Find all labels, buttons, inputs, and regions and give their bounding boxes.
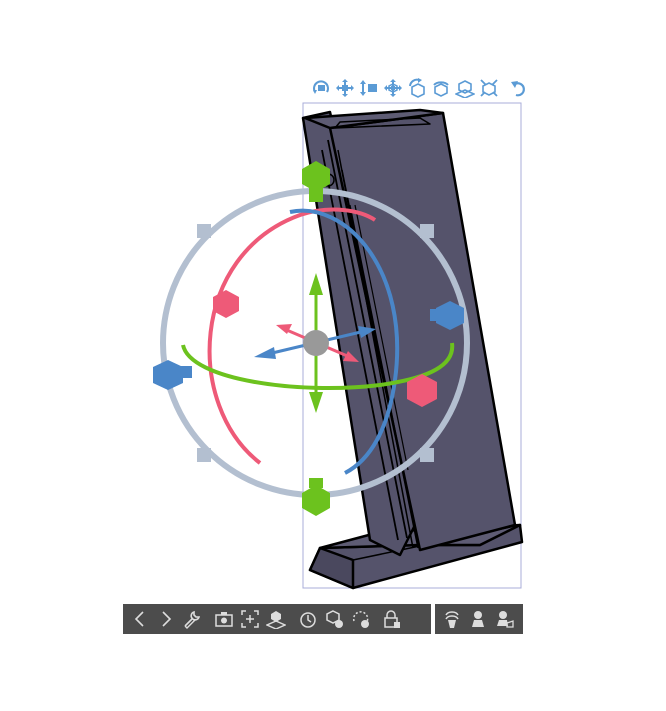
move-object-plane-icon	[455, 80, 475, 98]
reset-rotation-button[interactable]	[347, 606, 373, 632]
camera-button[interactable]	[211, 606, 237, 632]
lock-icon	[384, 610, 400, 628]
reset-rotation-icon	[352, 611, 369, 628]
move-object-button[interactable]	[382, 76, 404, 100]
bottom-toolbar-right	[435, 604, 523, 634]
rotate-camera-button[interactable]	[310, 76, 332, 100]
z-handle-left[interactable]	[213, 290, 239, 318]
layers-icon	[445, 611, 459, 628]
ring-handle[interactable]	[420, 224, 434, 238]
ring-handle[interactable]	[197, 224, 211, 238]
timer-button[interactable]	[295, 606, 321, 632]
manipulator-center[interactable]	[303, 330, 329, 356]
move-object-plane-button[interactable]	[454, 76, 476, 100]
y-rotation-ring[interactable]	[181, 342, 455, 391]
rotate-object-view-icon	[433, 81, 449, 97]
rotation-manipulator[interactable]	[153, 161, 470, 516]
x-handle-right[interactable]	[436, 301, 464, 330]
next-button[interactable]	[153, 606, 179, 632]
x-rotation-ring[interactable]	[289, 208, 400, 475]
reset-pose-icon	[326, 610, 343, 628]
fit-view-button[interactable]	[237, 606, 263, 632]
reset-pose-button[interactable]	[321, 606, 347, 632]
figure-hand-button[interactable]	[491, 606, 517, 632]
camera-icon	[215, 612, 233, 627]
previous-button[interactable]	[127, 606, 153, 632]
layers-button[interactable]	[439, 606, 465, 632]
rotate-object-icon	[409, 78, 425, 98]
ring-handle[interactable]	[197, 448, 211, 462]
zoom-camera-icon	[360, 80, 377, 96]
undo-button[interactable]	[508, 76, 530, 100]
x-handle-left[interactable]	[153, 360, 183, 390]
next-icon	[162, 611, 172, 627]
zoom-camera-button[interactable]	[358, 76, 380, 100]
z-rotation-ring[interactable]	[207, 207, 377, 465]
wrench-icon	[184, 610, 201, 629]
fit-view-icon	[241, 610, 259, 628]
object-toolbar	[310, 74, 536, 102]
rotate-camera-icon	[313, 80, 329, 94]
translate-z-arrow[interactable]	[276, 324, 359, 362]
clock-icon	[300, 612, 316, 628]
rotate-object-view-button[interactable]	[430, 76, 452, 100]
bottom-toolbar	[123, 604, 523, 634]
ring-handle[interactable]	[420, 448, 434, 462]
scale-object-button[interactable]	[478, 76, 500, 100]
move-object-icon	[384, 79, 402, 97]
scale-object-icon	[480, 79, 498, 97]
undo-icon	[511, 81, 525, 97]
y-handle-top[interactable]	[302, 161, 330, 192]
rotate-object-button[interactable]	[406, 76, 428, 100]
lock-button[interactable]	[379, 606, 405, 632]
ground-icon	[266, 611, 286, 629]
move-camera-button[interactable]	[334, 76, 356, 100]
y-handle-bottom[interactable]	[302, 485, 330, 516]
settings-button[interactable]	[179, 606, 205, 632]
ground-button[interactable]	[263, 606, 289, 632]
z-handle-right[interactable]	[407, 374, 437, 407]
figure-icon	[472, 611, 484, 627]
move-camera-icon	[336, 79, 354, 97]
stand-model[interactable]	[301, 108, 524, 590]
figure-button[interactable]	[465, 606, 491, 632]
bottom-toolbar-main	[123, 604, 431, 634]
previous-icon	[134, 611, 144, 627]
figure-hand-icon	[497, 611, 514, 628]
